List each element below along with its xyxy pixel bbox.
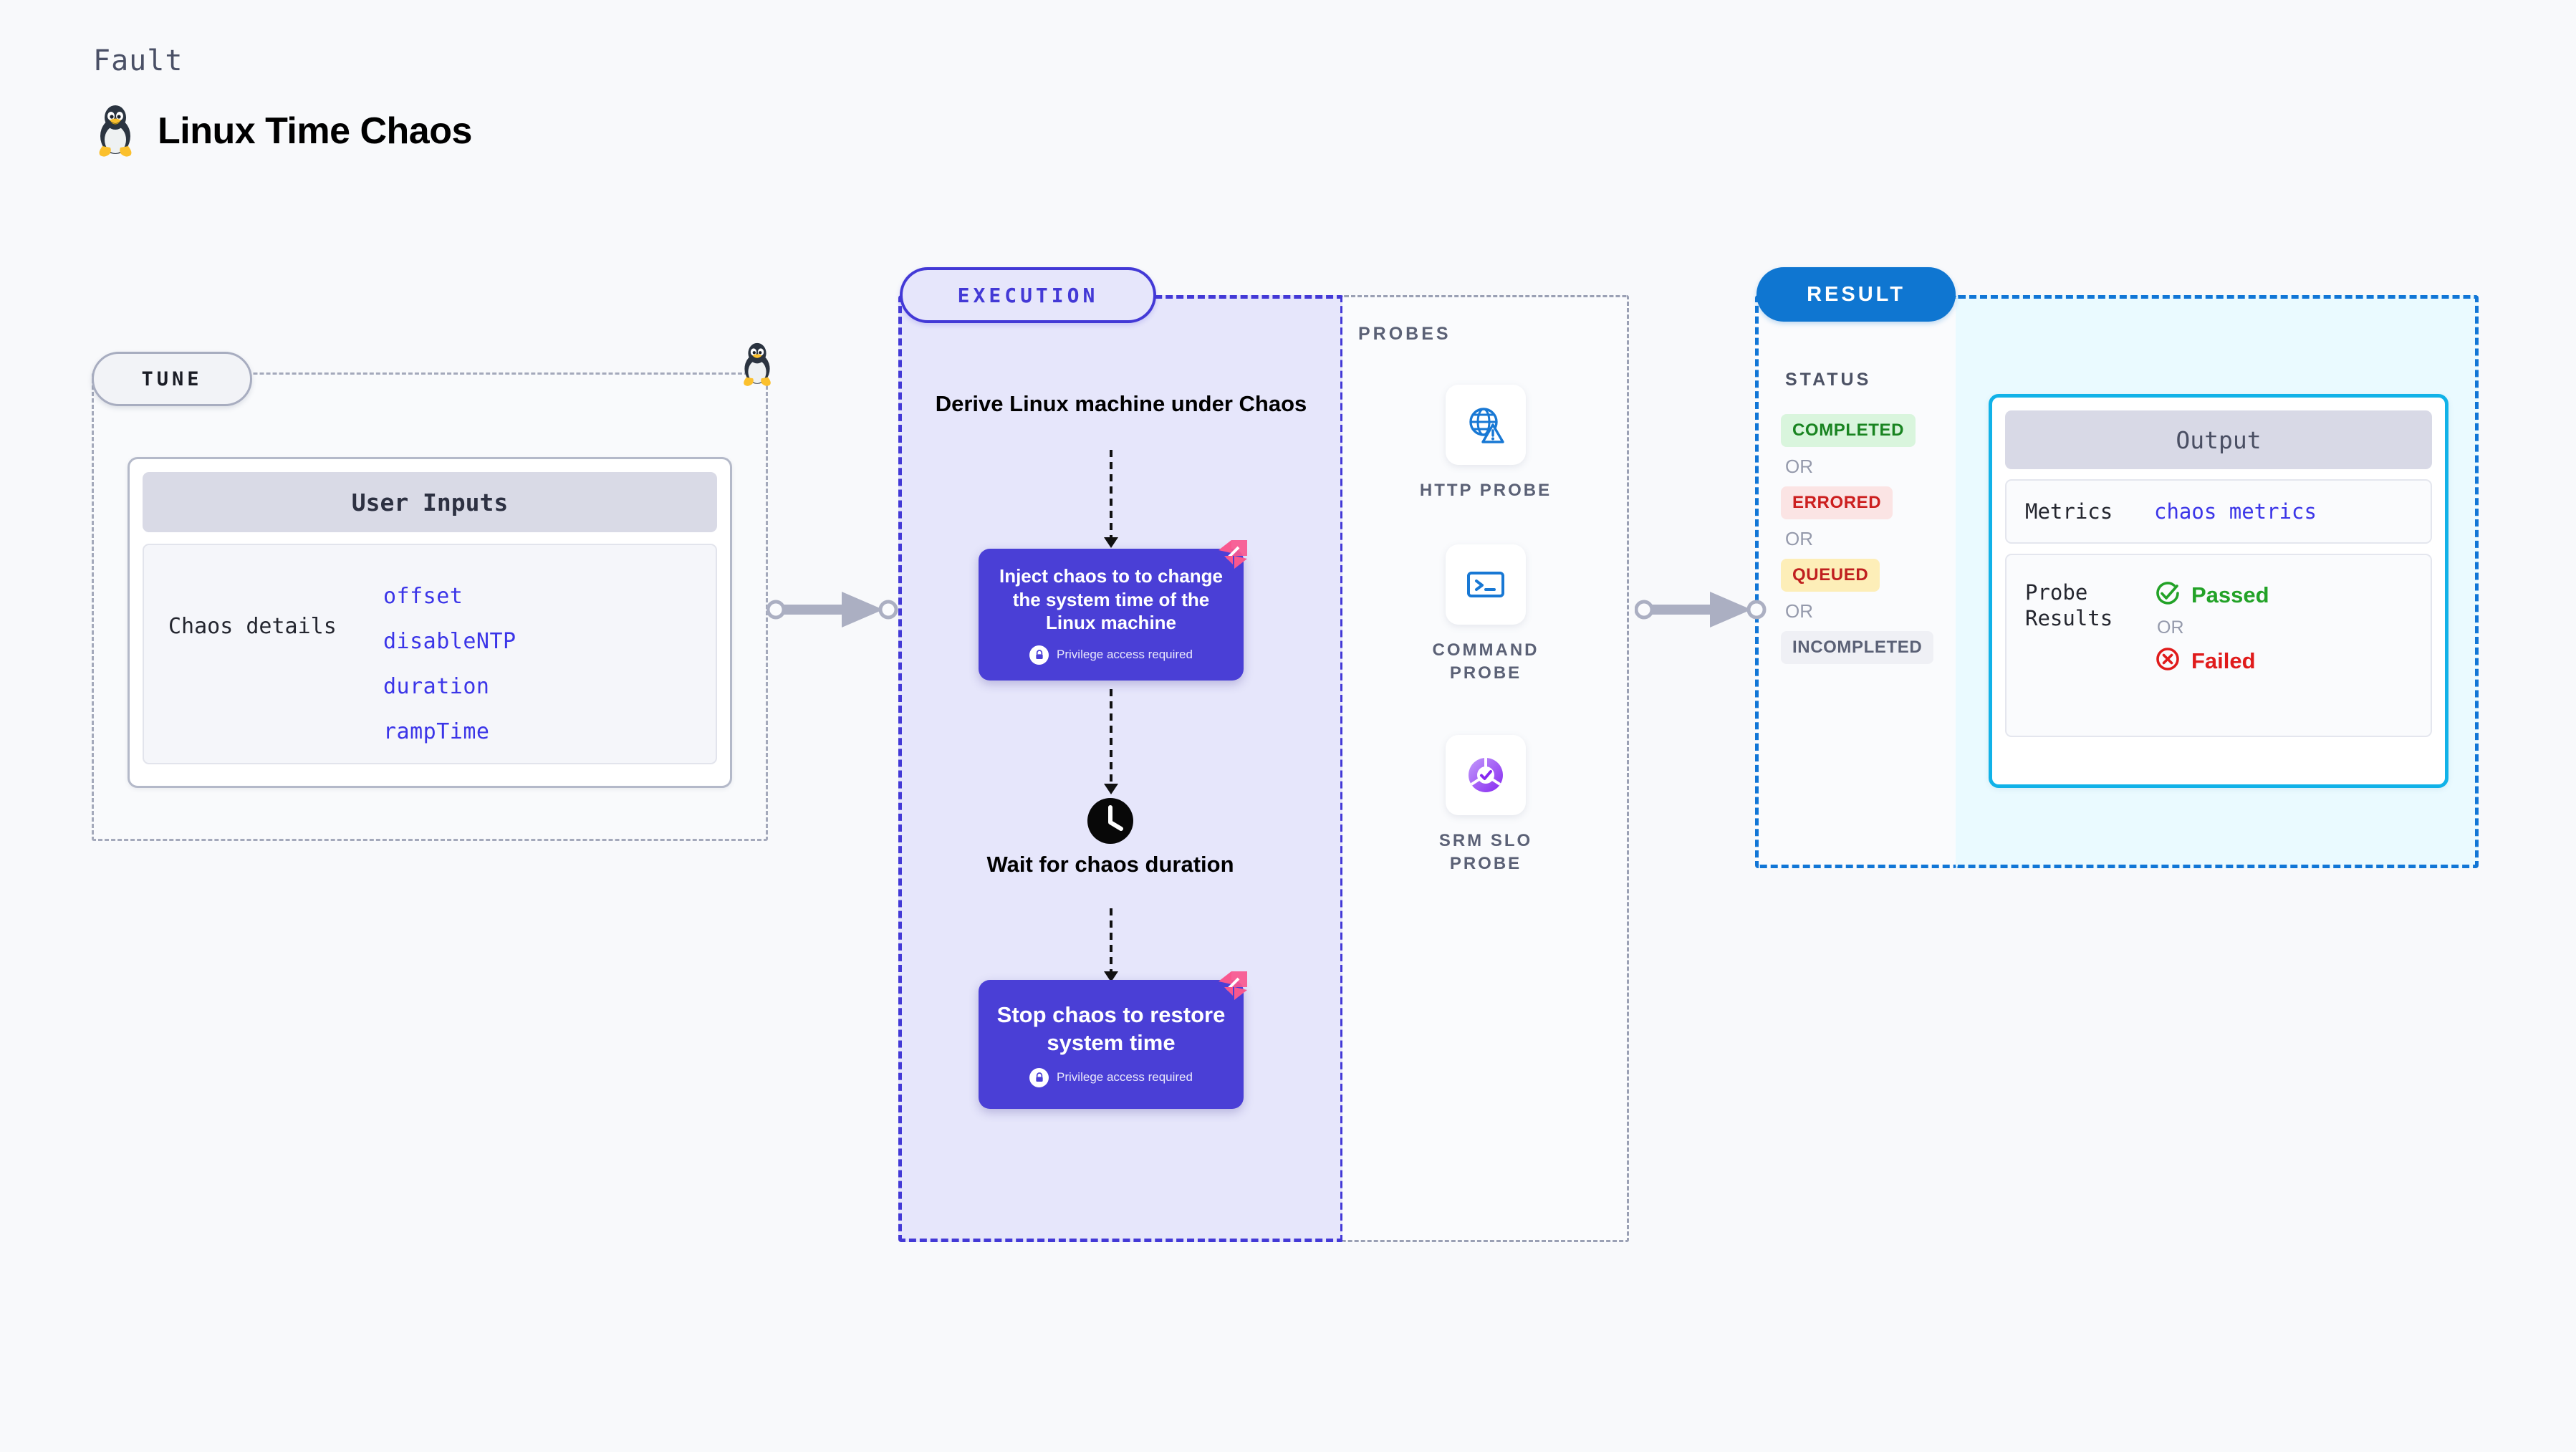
execution-connector-3 [1110, 908, 1112, 974]
user-inputs-body: Chaos details offset disableNTP duration… [143, 544, 717, 764]
status-badge-incompleted: INCOMPLETED [1781, 631, 1934, 664]
lock-icon [1029, 1067, 1049, 1087]
execution-connector-2 [1110, 689, 1112, 785]
probe-srm-slo-label: SRM SLO PROBE [1438, 831, 1533, 873]
chaos-params-list: offset disableNTP duration rampTime [383, 569, 516, 763]
execution-card-2-privilege-row: Privilege access required [1029, 1067, 1193, 1087]
execution-badge[interactable]: EXECUTION [900, 267, 1156, 323]
execution-arrowhead-3 [1104, 971, 1118, 982]
execution-arrowhead-1 [1104, 537, 1118, 548]
execution-card-1-privilege-row: Privilege access required [1029, 645, 1193, 665]
verdict-passed-label: Passed [2191, 582, 2269, 607]
chaos-details-label: Chaos details [168, 614, 337, 639]
slo-donut-check-icon [1446, 735, 1526, 815]
verdict-failed: Failed [2154, 645, 2269, 676]
status-or-2: OR [1785, 528, 1813, 549]
user-inputs-title: User Inputs [143, 472, 717, 532]
fault-title-row: Linux Time Chaos [93, 105, 472, 158]
probe-srm-slo[interactable]: SRM SLO PROBE [1400, 735, 1572, 875]
probes-section-label: PROBES [1358, 324, 1451, 344]
status-badge-queued: QUEUED [1781, 559, 1880, 592]
metrics-row: Metrics chaos metrics [2005, 479, 2432, 544]
probe-command-label: COMMAND PROBE [1432, 640, 1539, 683]
chaos-flag-icon [1216, 968, 1250, 1006]
page-header: Fault Linux Time Chaos [93, 44, 472, 158]
status-badge-completed: COMPLETED [1781, 414, 1916, 447]
probe-results-values: Passed OR Failed [2154, 580, 2269, 676]
tune-badge[interactable]: TUNE [92, 352, 252, 406]
lock-icon [1029, 645, 1049, 665]
execution-connector-1 [1110, 450, 1112, 539]
verdict-passed: Passed [2154, 580, 2269, 610]
probe-command[interactable]: COMMAND PROBE [1400, 544, 1572, 684]
user-inputs-card: User Inputs Chaos details offset disable… [128, 457, 732, 788]
wait-for-duration-label: Wait for chaos duration [986, 852, 1234, 877]
execution-card-1-privilege-text: Privilege access required [1057, 648, 1193, 662]
metrics-value[interactable]: chaos metrics [2154, 499, 2317, 524]
status-badge-list: COMPLETED OR ERRORED OR QUEUED OR INCOMP… [1781, 414, 1946, 664]
probe-results-row: Probe Results Passed OR [2005, 554, 2432, 737]
param-offset[interactable]: offset [383, 584, 463, 609]
result-badge[interactable]: RESULT [1756, 267, 1956, 322]
page-title: Linux Time Chaos [158, 110, 472, 152]
probe-results-key: Probe Results [2025, 580, 2113, 631]
check-circle-icon [2154, 580, 2181, 610]
clock-icon [1085, 795, 1136, 850]
execution-step-title: Derive Linux machine under Chaos [935, 391, 1307, 416]
linux-tux-icon [93, 105, 138, 158]
execution-arrowhead-2 [1104, 784, 1118, 794]
status-label: STATUS [1785, 370, 1872, 390]
connector-tune-to-execution [766, 587, 903, 635]
status-badge-errored: ERRORED [1781, 486, 1893, 519]
output-card: Output Metrics chaos metrics Probe Resul… [1989, 394, 2448, 788]
status-or-3: OR [1785, 600, 1813, 622]
globe-warning-icon [1446, 385, 1526, 465]
probe-http-label: HTTP PROBE [1419, 481, 1552, 500]
metrics-key: Metrics [2025, 499, 2113, 524]
connector-probes-to-result [1634, 587, 1771, 635]
execution-card-2-text: Stop chaos to restore system time [996, 1002, 1226, 1055]
param-duration[interactable]: duration [383, 674, 490, 699]
fault-eyebrow: Fault [93, 44, 183, 77]
chaos-flag-icon [1216, 537, 1250, 575]
param-disablentp[interactable]: disableNTP [383, 629, 516, 654]
x-circle-icon [2154, 645, 2181, 676]
linux-tux-node-icon [739, 342, 776, 390]
verdict-failed-label: Failed [2191, 648, 2256, 673]
probe-http[interactable]: HTTP PROBE [1400, 385, 1572, 502]
status-or-1: OR [1785, 456, 1813, 477]
execution-card-inject-chaos[interactable]: Inject chaos to to change the system tim… [979, 549, 1244, 681]
execution-card-1-text: Inject chaos to to change the system tim… [999, 565, 1224, 634]
execution-card-stop-chaos[interactable]: Stop chaos to restore system time Privil… [979, 980, 1244, 1109]
execution-card-2-privilege-text: Privilege access required [1057, 1070, 1193, 1085]
output-title: Output [2005, 410, 2432, 469]
terminal-icon [1446, 544, 1526, 625]
verdict-or: OR [2157, 617, 2184, 638]
param-ramptime[interactable]: rampTime [383, 719, 490, 744]
